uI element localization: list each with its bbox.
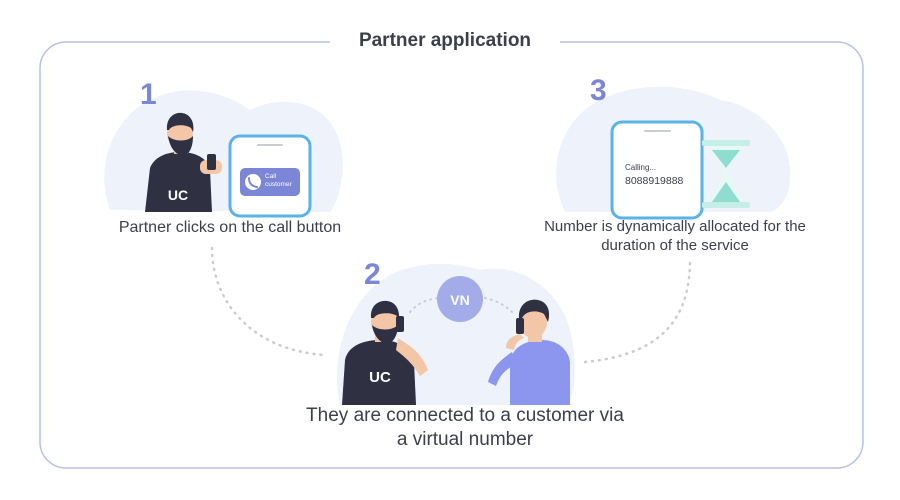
step-1-caption: Partner clicks on the call button (118, 219, 342, 236)
call-button-label-1: Call (265, 173, 277, 180)
partner-calling-icon: UC (342, 300, 428, 405)
vn-badge-circle (437, 276, 483, 322)
step-1-number: 1 (140, 78, 157, 111)
phone-status: Calling... (625, 163, 656, 172)
connector-1-2 (210, 246, 327, 357)
hourglass-icon (702, 140, 750, 208)
person-with-phone-icon: UC (145, 112, 222, 212)
phone-icon: Call customer (228, 134, 312, 218)
step-3-caption: Number is dynamically allocated for the … (544, 218, 806, 254)
shirt-text-1: UC (168, 187, 188, 203)
step-2-caption: They are connected to a customer via a v… (306, 405, 624, 450)
call-button-label-2: customer (265, 181, 293, 188)
vn-badge-label: VN (450, 292, 469, 308)
shirt-text-2: UC (369, 369, 391, 386)
connector-2-3 (583, 258, 692, 364)
phone-number: 8088919888 (625, 175, 684, 187)
diagram-title: Partner application (330, 30, 560, 52)
step-2-number: 2 (364, 258, 381, 291)
customer-calling-icon (488, 299, 570, 405)
phone-icon-step-3: Calling... 8088919888 (610, 120, 704, 220)
step-3-number: 3 (590, 74, 607, 107)
